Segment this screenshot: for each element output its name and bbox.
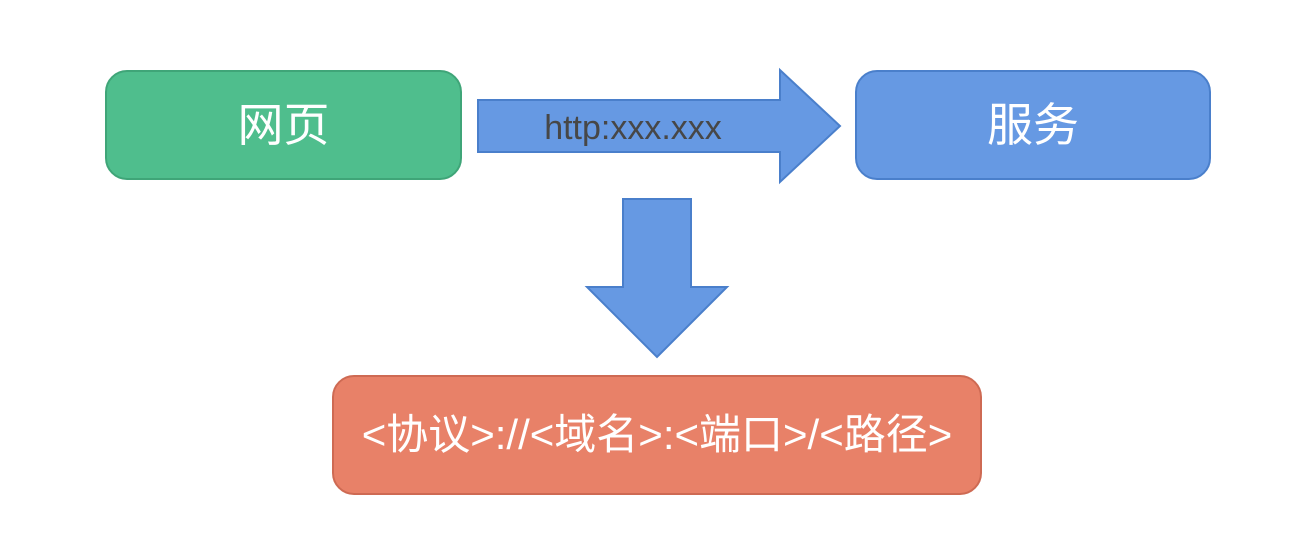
arrow-webpage-to-url-format[interactable] [584,196,730,360]
node-webpage-label: 网页 [237,98,330,151]
node-url-format[interactable]: <协议>://<域名>:<端口>/<路径> [332,375,982,495]
node-webpage[interactable]: 网页 [105,70,462,180]
down-arrow-icon [584,198,730,359]
right-arrow-icon [477,67,842,185]
node-url-format-label: <协议>://<域名>:<端口>/<路径> [361,410,953,458]
arrow-webpage-to-service[interactable] [476,66,842,186]
node-service[interactable]: 服务 [855,70,1211,180]
node-service-label: 服务 [987,98,1079,151]
